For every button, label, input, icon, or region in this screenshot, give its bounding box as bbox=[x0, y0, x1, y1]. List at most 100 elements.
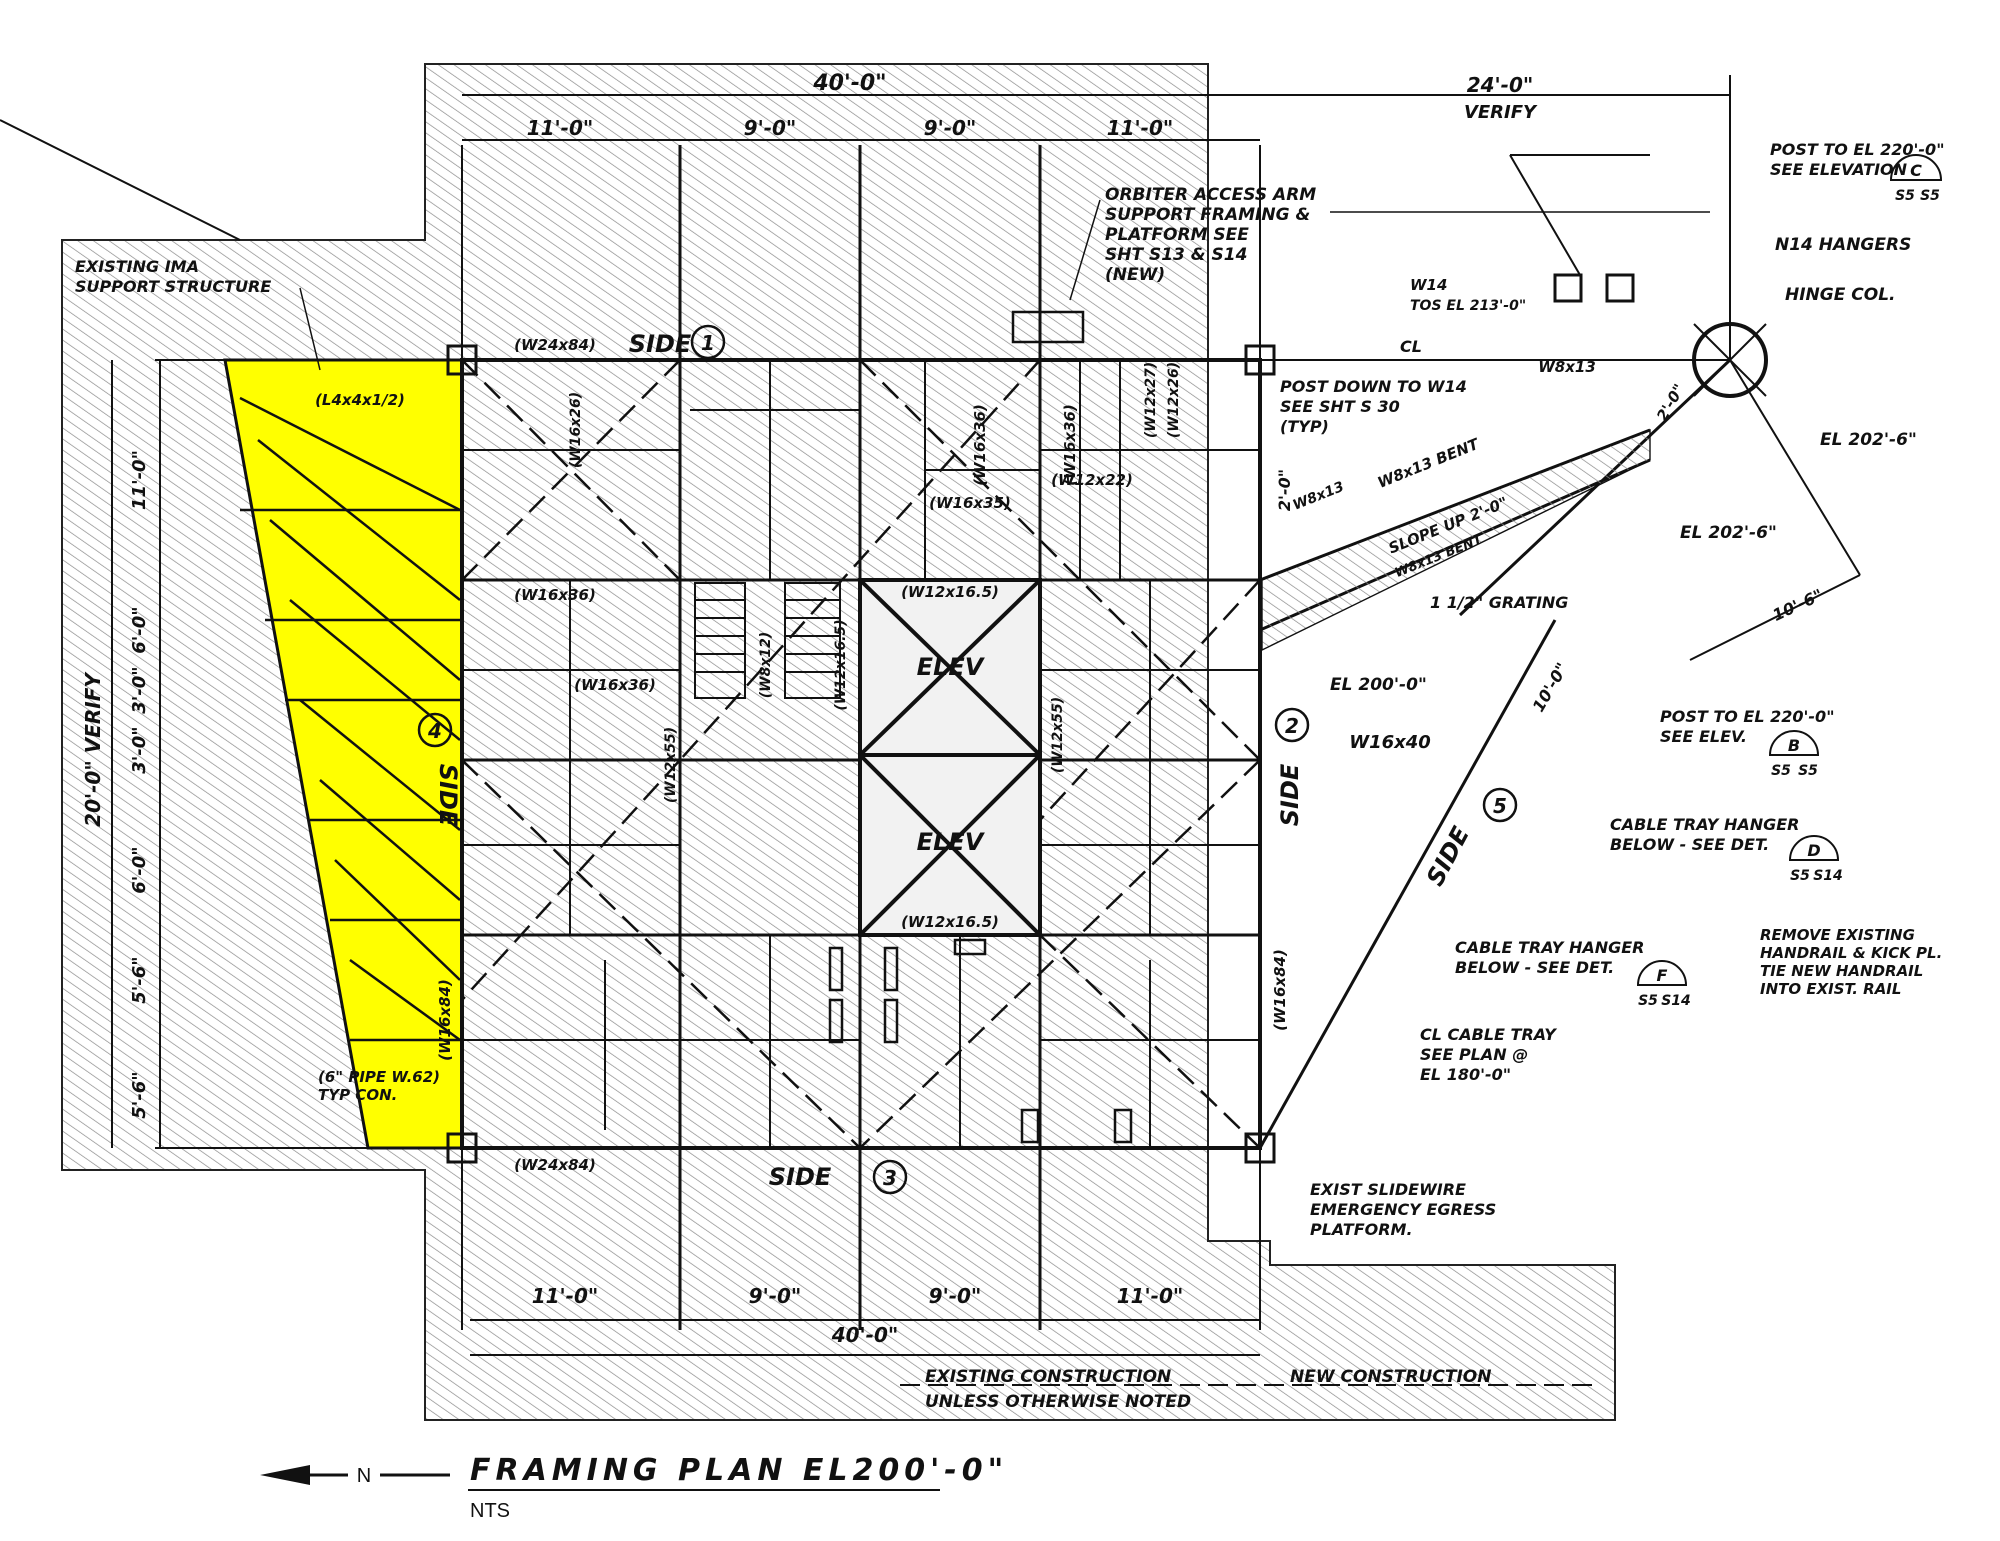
svg-text:EXIST SLIDEWIRE: EXIST SLIDEWIRE bbox=[1310, 1180, 1466, 1199]
member-w12-55: (W12x55) bbox=[663, 727, 679, 803]
svg-text:SEE SHT S 30: SEE SHT S 30 bbox=[1280, 397, 1400, 416]
note-el200: EL 200'-0" bbox=[1330, 675, 1427, 695]
svg-text:POST TO EL 220'-0": POST TO EL 220'-0" bbox=[1660, 707, 1835, 726]
note-post-down: POST DOWN TO W14 SEE SHT S 30 (TYP) bbox=[1280, 377, 1467, 436]
dim-left-span-4: 3'-0" bbox=[129, 726, 150, 773]
equipment-blocks bbox=[828, 310, 1133, 1144]
dim-top-span-2: 9'-0" bbox=[744, 116, 797, 140]
elev-label-bottom: ELEV bbox=[917, 828, 986, 856]
svg-text:SEE ELEV.: SEE ELEV. bbox=[1660, 727, 1747, 746]
svg-text:C: C bbox=[1910, 161, 1922, 180]
dim-left-span-2: 6'-0" bbox=[129, 606, 150, 653]
side-1-number: 1 bbox=[701, 331, 715, 355]
side-3-number: 3 bbox=[883, 1166, 897, 1190]
svg-text:(NEW): (NEW) bbox=[1105, 265, 1165, 285]
svg-text:W14: W14 bbox=[1410, 276, 1447, 294]
svg-text:PLATFORM SEE: PLATFORM SEE bbox=[1105, 225, 1249, 245]
svg-text:SUPPORT STRUCTURE: SUPPORT STRUCTURE bbox=[75, 277, 271, 296]
member-w16-left: (W16x84) bbox=[436, 979, 454, 1061]
svg-text:F: F bbox=[1657, 966, 1668, 985]
svg-text:S5: S5 bbox=[1920, 188, 1940, 204]
member-w24-top: (W24x84) bbox=[514, 336, 596, 354]
svg-text:S14: S14 bbox=[1661, 993, 1691, 1009]
member-w16-36d: (W16x36) bbox=[1061, 404, 1079, 486]
side-2-bubble bbox=[1274, 707, 1310, 743]
member-w16-26: (W16x26) bbox=[568, 392, 584, 468]
dim-right-top-verify: VERIFY bbox=[1464, 102, 1538, 123]
svg-text:UNLESS OTHERWISE NOTED: UNLESS OTHERWISE NOTED bbox=[925, 1392, 1191, 1412]
member-w24-bottom: (W24x84) bbox=[514, 1156, 596, 1174]
member-w12-26: (W12x26) bbox=[1166, 362, 1182, 438]
side-3-label: SIDE bbox=[769, 1163, 832, 1191]
note-n14-hangers: N14 HANGERS bbox=[1775, 235, 1911, 255]
svg-text:PLATFORM.: PLATFORM. bbox=[1310, 1220, 1413, 1239]
member-w16-36c: (W16x36) bbox=[971, 404, 989, 486]
dim-top-span-3: 9'-0" bbox=[924, 116, 977, 140]
svg-text:SEE ELEVATION: SEE ELEVATION bbox=[1770, 160, 1908, 179]
member-w12-16-bottom: (W12x16.5) bbox=[901, 913, 999, 931]
note-el202-a: EL 202'-6" bbox=[1820, 430, 1917, 450]
dim-right-top: 24'-0" bbox=[1467, 73, 1534, 97]
side-3-bubble bbox=[872, 1159, 908, 1195]
svg-text:EXISTING CONSTRUCTION: EXISTING CONSTRUCTION bbox=[925, 1367, 1171, 1387]
svg-text:EMERGENCY EGRESS: EMERGENCY EGRESS bbox=[1310, 1200, 1496, 1219]
side-5-bubble bbox=[1482, 787, 1518, 823]
elev-label-top: ELEV bbox=[917, 653, 986, 681]
svg-text:S5: S5 bbox=[1895, 188, 1915, 204]
note-hinge-col: HINGE COL. bbox=[1785, 285, 1895, 305]
dim-left-span-3: 3'-0" bbox=[129, 666, 150, 713]
dim-top-span-1: 11'-0" bbox=[527, 116, 594, 140]
dim-left-span-5: 6'-0" bbox=[129, 846, 150, 893]
side-2-number: 2 bbox=[1285, 714, 1299, 738]
scale-note: NTS bbox=[470, 1500, 510, 1522]
note-post-el220-c: POST TO EL 220'-0" SEE ELEVATION bbox=[1770, 140, 1945, 179]
dimension-lines bbox=[0, 94, 1730, 1386]
svg-text:BELOW - SEE DET.: BELOW - SEE DET. bbox=[1610, 835, 1769, 854]
highlight-bracing bbox=[239, 396, 461, 1042]
detail-bubble-f: F S5 S14 bbox=[1636, 960, 1691, 1009]
side-4-label: SIDE bbox=[434, 764, 462, 827]
svg-text:(TYP): (TYP) bbox=[1280, 417, 1329, 436]
svg-text:CL CABLE TRAY: CL CABLE TRAY bbox=[1420, 1025, 1557, 1044]
svg-text:TIE NEW HANDRAIL: TIE NEW HANDRAIL bbox=[1760, 962, 1923, 980]
svg-text:ORBITER ACCESS ARM: ORBITER ACCESS ARM bbox=[1105, 185, 1316, 205]
note-new-construction: NEW CONSTRUCTION bbox=[1290, 1367, 1491, 1387]
note-remove-handrail: REMOVE EXISTING HANDRAIL & KICK PL. TIE … bbox=[1760, 926, 1942, 998]
member-l4: (L4x4x1/2) bbox=[315, 391, 405, 409]
member-w16-40: W16x40 bbox=[1349, 732, 1431, 753]
dim-left-span-7: 5'-6" bbox=[129, 1071, 150, 1118]
north-arrow-icon bbox=[260, 1465, 450, 1485]
dim-bottom-span-3: 9'-0" bbox=[929, 1284, 982, 1308]
svg-text:S5: S5 bbox=[1638, 993, 1658, 1009]
detail-bubble-d: D S5 S14 bbox=[1788, 835, 1843, 884]
note-w14-tos: W14 TOS EL 213'-0" bbox=[1410, 276, 1526, 314]
svg-text:(6" PIPE W.62): (6" PIPE W.62) bbox=[318, 1068, 440, 1086]
svg-text:SEE PLAN @: SEE PLAN @ bbox=[1420, 1045, 1528, 1064]
svg-text:BELOW - SEE DET.: BELOW - SEE DET. bbox=[1455, 958, 1614, 977]
svg-text:CABLE TRAY HANGER: CABLE TRAY HANGER bbox=[1610, 815, 1800, 834]
dim-bottom-span-2: 9'-0" bbox=[749, 1284, 802, 1308]
svg-text:TOS EL 213'-0": TOS EL 213'-0" bbox=[1410, 298, 1526, 314]
dim-top-overall: 40'-0" bbox=[812, 71, 886, 96]
svg-text:HANDRAIL & KICK PL.: HANDRAIL & KICK PL. bbox=[1760, 944, 1942, 962]
stair-top-left bbox=[694, 582, 841, 699]
svg-text:S5: S5 bbox=[1798, 763, 1818, 779]
svg-text:B: B bbox=[1788, 736, 1800, 755]
note-existing-ima: EXISTING IMA SUPPORT STRUCTURE bbox=[75, 257, 321, 371]
svg-text:SHT S13 & S14: SHT S13 & S14 bbox=[1105, 245, 1247, 265]
member-w12-27: (W12x27) bbox=[1143, 362, 1159, 438]
svg-text:POST DOWN TO W14: POST DOWN TO W14 bbox=[1280, 377, 1467, 396]
side-1-label: SIDE bbox=[629, 330, 692, 358]
member-w12-22: (W12x22) bbox=[1051, 471, 1133, 489]
member-w8-13: W8x13 bbox=[1538, 358, 1596, 376]
dim-left-span-6: 5'-6" bbox=[129, 956, 150, 1003]
side-4-number: 4 bbox=[427, 719, 442, 743]
svg-text:CABLE TRAY HANGER: CABLE TRAY HANGER bbox=[1455, 938, 1645, 957]
member-w8-12: (W8x12) bbox=[758, 632, 774, 699]
svg-text:D: D bbox=[1807, 841, 1820, 860]
note-orbiter: ORBITER ACCESS ARM SUPPORT FRAMING & PLA… bbox=[1069, 185, 1710, 301]
dim-left-span-1: 11'-0" bbox=[129, 450, 150, 510]
note-el202-b: EL 202'-6" bbox=[1680, 523, 1777, 543]
svg-text:SUPPORT FRAMING &: SUPPORT FRAMING & bbox=[1105, 205, 1310, 225]
